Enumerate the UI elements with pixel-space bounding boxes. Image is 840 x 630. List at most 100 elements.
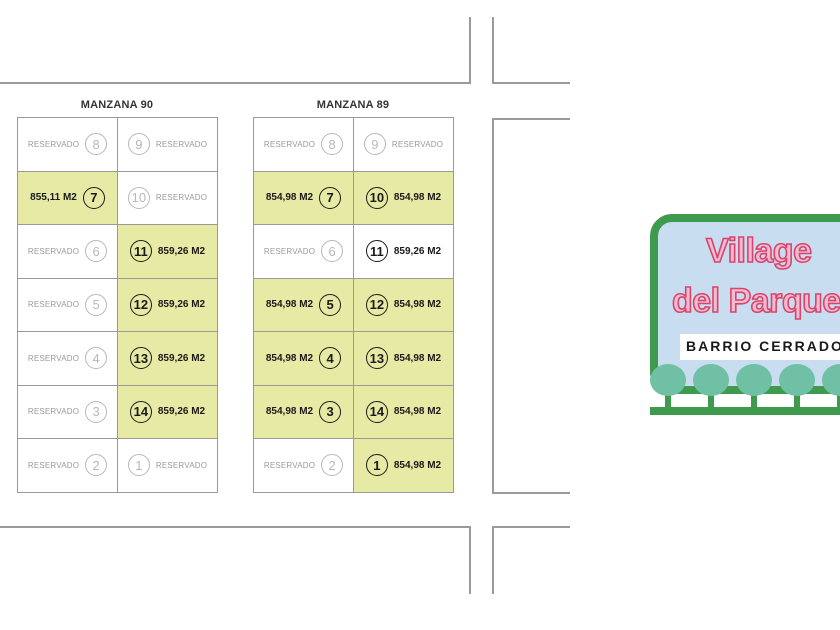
- lot-1[interactable]: 1 854,98 M2: [354, 439, 454, 493]
- lot-label: RESERVADO: [155, 193, 208, 203]
- lot-label: RESERVADO: [263, 460, 316, 470]
- lot-3[interactable]: 854,98 M2 3: [254, 385, 354, 439]
- lot-label: 854,98 M2: [265, 192, 314, 204]
- logo-ground: [650, 407, 840, 415]
- lot-number-badge: 4: [319, 347, 342, 370]
- lot-1[interactable]: 1 RESERVADO: [118, 439, 218, 493]
- lot-8[interactable]: RESERVADO 8: [18, 118, 118, 172]
- tree-icon: [822, 364, 840, 414]
- lot-number-badge: 5: [85, 293, 108, 316]
- lot-number-badge: 8: [85, 133, 108, 156]
- lot-label: 855,11 M2: [30, 192, 77, 204]
- lot-label: 854,98 M2: [265, 299, 314, 311]
- lot-label: RESERVADO: [27, 139, 80, 149]
- lot-number-badge: 9: [127, 133, 150, 156]
- lot-number-badge: 7: [319, 186, 342, 209]
- street-line: [492, 526, 494, 594]
- lot-label: 859,26 M2: [157, 406, 206, 418]
- lot-2[interactable]: RESERVADO 2: [254, 439, 354, 493]
- lot-label: 859,26 M2: [393, 245, 442, 257]
- lot-number-badge: 14: [365, 400, 388, 423]
- lot-number-badge: 2: [321, 454, 344, 477]
- street-line: [492, 82, 570, 84]
- street-line: [492, 118, 570, 120]
- lot-label: RESERVADO: [27, 246, 80, 256]
- logo-title-line-2: del Parque: [671, 281, 840, 321]
- lot-label: RESERVADO: [27, 300, 80, 310]
- lot-11[interactable]: 11 859,26 M2: [354, 225, 454, 279]
- lot-10[interactable]: 10 RESERVADO: [118, 171, 218, 225]
- lot-number-badge: 14: [129, 400, 152, 423]
- lot-14[interactable]: 14 854,98 M2: [354, 385, 454, 439]
- lot-label: 854,98 M2: [393, 299, 442, 311]
- tree-icon: [650, 364, 686, 414]
- lot-number-badge: 12: [365, 293, 388, 316]
- lot-6[interactable]: RESERVADO 6: [18, 225, 118, 279]
- tree-icon: [736, 364, 772, 414]
- lot-number-badge: 1: [127, 454, 150, 477]
- lot-number-badge: 6: [85, 240, 108, 263]
- lot-4[interactable]: RESERVADO 4: [18, 332, 118, 386]
- lot-13[interactable]: 13 854,98 M2: [354, 332, 454, 386]
- lot-label: RESERVADO: [27, 407, 80, 417]
- street-line: [492, 118, 494, 493]
- tree-icon: [779, 364, 815, 414]
- lot-8[interactable]: RESERVADO 8: [254, 118, 354, 172]
- lot-label: RESERVADO: [263, 139, 316, 149]
- lot-number-badge: 4: [85, 347, 108, 370]
- lot-label: 854,98 M2: [393, 352, 442, 364]
- lot-number-badge: 10: [127, 186, 150, 209]
- lot-13[interactable]: 13 859,26 M2: [118, 332, 218, 386]
- street-line: [0, 82, 471, 84]
- lot-label: RESERVADO: [391, 139, 444, 149]
- lot-number-badge: 1: [365, 454, 388, 477]
- lot-number-badge: 11: [129, 240, 152, 263]
- street-line: [492, 526, 570, 528]
- lot-9[interactable]: 9 RESERVADO: [118, 118, 218, 172]
- tree-icon: [693, 364, 729, 414]
- lot-label: 854,98 M2: [393, 192, 442, 204]
- lot-label: RESERVADO: [27, 353, 80, 363]
- lot-label: RESERVADO: [155, 460, 208, 470]
- lot-number-badge: 3: [319, 400, 342, 423]
- lot-label: 854,98 M2: [265, 406, 314, 418]
- logo-frame: [650, 214, 840, 394]
- lot-label: 854,98 M2: [393, 406, 442, 418]
- lot-number-badge: 11: [365, 240, 388, 263]
- street-line: [0, 526, 471, 528]
- logo-title-line-1: Village: [705, 231, 813, 271]
- block-title-manzana-89: MANZANA 89: [316, 99, 390, 111]
- village-del-parque-logo: Village del Parque BARRIO CERRADO: [650, 214, 840, 419]
- street-line: [492, 492, 570, 494]
- lot-number-badge: 2: [85, 454, 108, 477]
- lot-number-badge: 5: [319, 293, 342, 316]
- lot-number-badge: 13: [365, 347, 388, 370]
- lot-7[interactable]: 854,98 M2 7: [254, 171, 354, 225]
- lot-label: 854,98 M2: [393, 459, 442, 471]
- lot-5[interactable]: RESERVADO 5: [18, 278, 118, 332]
- lot-5[interactable]: 854,98 M2 5: [254, 278, 354, 332]
- street-line: [469, 526, 471, 594]
- lot-number-badge: 3: [85, 400, 108, 423]
- block-title-manzana-90: MANZANA 90: [80, 99, 154, 111]
- logo-banner: [680, 334, 840, 360]
- logo-subtitle: BARRIO CERRADO: [686, 338, 840, 354]
- lot-number-badge: 8: [321, 133, 344, 156]
- lot-14[interactable]: 14 859,26 M2: [118, 385, 218, 439]
- lot-number-badge: 12: [129, 293, 152, 316]
- lot-3[interactable]: RESERVADO 3: [18, 385, 118, 439]
- lot-12[interactable]: 12 854,98 M2: [354, 278, 454, 332]
- lot-number-badge: 13: [129, 347, 152, 370]
- lot-label: 859,26 M2: [157, 352, 206, 364]
- lot-label: RESERVADO: [155, 139, 208, 149]
